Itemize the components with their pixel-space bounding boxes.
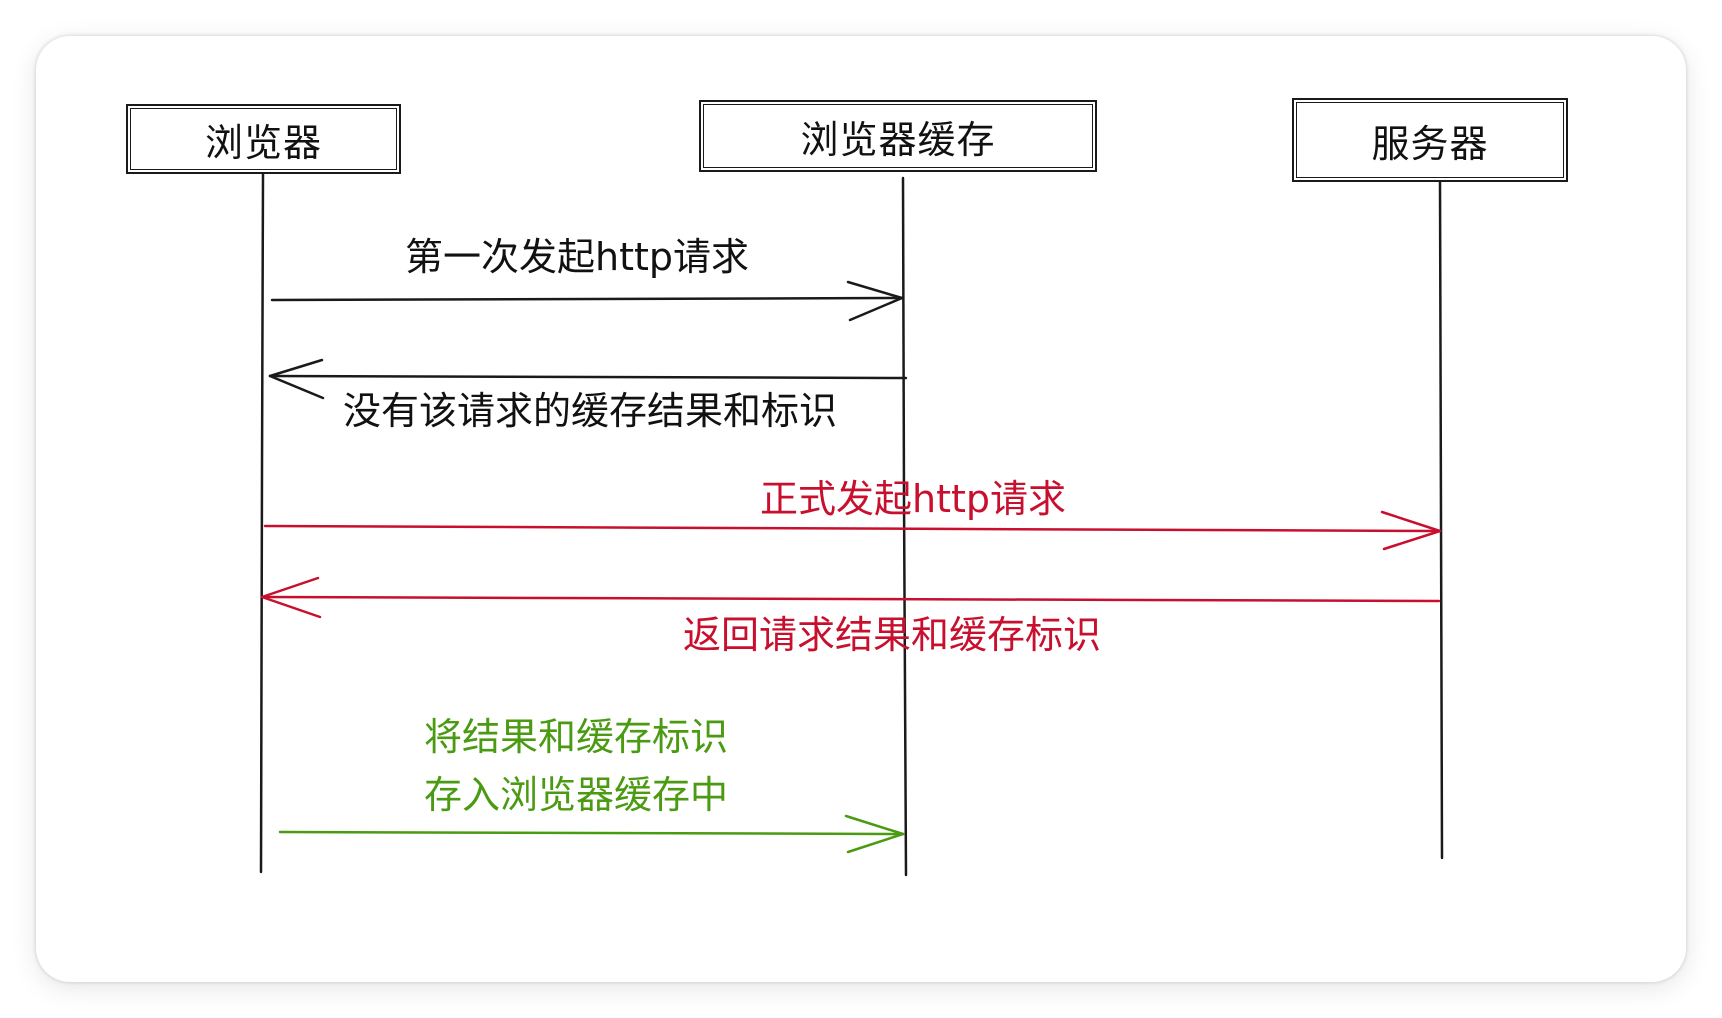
lifeline-browser-cache — [901, 176, 908, 877]
lifeline-browser — [259, 172, 265, 874]
message-label-no-cache-result: 没有该请求的缓存结果和标识 — [343, 389, 838, 433]
arrow-first-request — [270, 280, 904, 322]
arrow-no-cache-result — [268, 358, 908, 400]
participant-label: 服务器 — [1371, 121, 1489, 166]
arrow-store-cache — [278, 814, 905, 854]
participant-label: 浏览器缓存 — [800, 117, 996, 162]
arrow-return-result — [260, 576, 1441, 619]
participant-label: 浏览器 — [204, 120, 322, 165]
message-label-formal-request: 正式发起http请求 — [760, 477, 1067, 521]
message-label-store-cache-line2: 存入浏览器缓存中 — [424, 773, 729, 817]
lifeline-server — [1438, 180, 1444, 860]
participant-server: 服务器 — [1292, 98, 1568, 182]
message-label-first-request: 第一次发起http请求 — [405, 235, 750, 279]
participant-browser: 浏览器 — [126, 104, 401, 174]
message-label-store-cache-line1: 将结果和缓存标识 — [424, 715, 729, 759]
arrow-formal-request — [263, 510, 1442, 551]
message-label-return-result: 返回请求结果和缓存标识 — [683, 613, 1102, 657]
diagram-card — [36, 36, 1686, 982]
participant-browser-cache: 浏览器缓存 — [699, 100, 1097, 172]
